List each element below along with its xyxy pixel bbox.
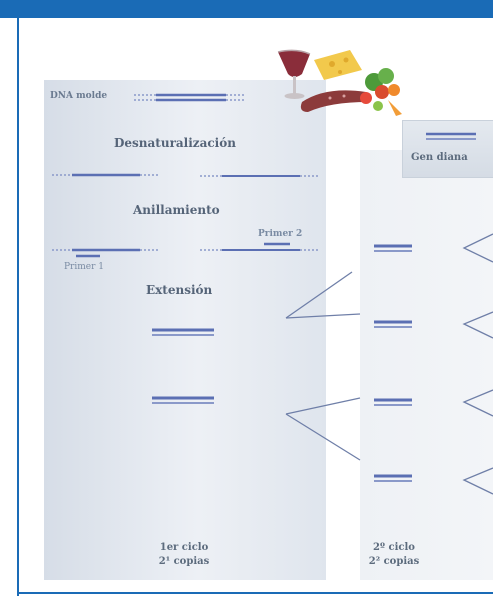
target-gene-box	[402, 120, 493, 178]
primer1-label: Primer 1	[64, 262, 104, 272]
template-double-strand	[134, 93, 246, 102]
cycle2-title: 2º ciclo	[373, 542, 415, 553]
cycle2-caption: 2º ciclo 2² copias	[354, 541, 434, 569]
cycle2-panel	[360, 150, 493, 580]
annealing-label: Anillamiento	[133, 203, 220, 217]
cycle2-copies	[374, 244, 412, 482]
cheese-icon	[314, 50, 362, 80]
frame-bottom-border	[17, 592, 493, 594]
branch-connectors	[285, 271, 361, 461]
cycle1-caption: 1er ciclo 2¹ copias	[144, 541, 224, 569]
cycle1-copies	[152, 328, 214, 404]
target-gene-label: Gen diana	[411, 152, 468, 163]
cycle1-copies-count: 2¹ copias	[158, 556, 210, 567]
food-illustration	[277, 49, 402, 116]
denatured-strands	[52, 173, 318, 177]
next-cycle-connectors	[462, 233, 493, 495]
target-gene-strand	[426, 132, 476, 140]
cycle2-copies-count: 2² copias	[368, 556, 420, 567]
frame-left-border	[17, 18, 19, 596]
annealed-strands	[52, 242, 318, 258]
top-banner	[0, 0, 493, 18]
wine-glass-icon	[277, 49, 311, 99]
extension-label: Extensión	[146, 283, 213, 297]
primer2-label: Primer 2	[258, 229, 303, 239]
vegetables-icon	[360, 68, 402, 116]
template-label: DNA molde	[50, 91, 108, 101]
cycle1-title: 1er ciclo	[159, 542, 209, 553]
denaturation-label: Desnaturalización	[114, 136, 236, 150]
sausage-icon	[300, 90, 371, 112]
